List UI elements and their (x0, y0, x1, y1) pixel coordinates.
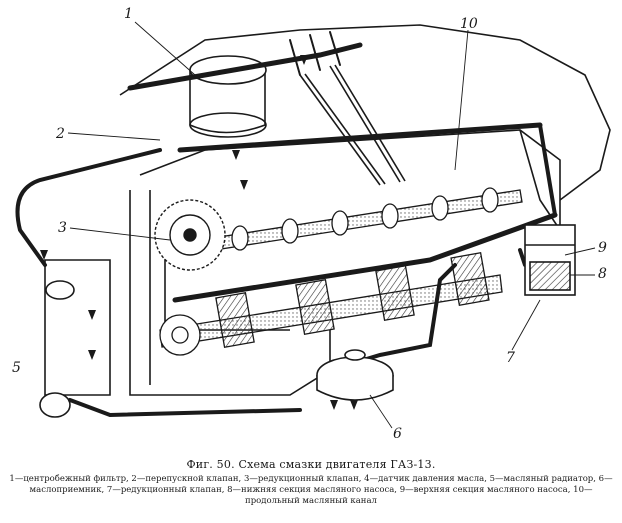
crankshaft (159, 252, 503, 356)
leader-lines (67, 21, 596, 429)
callout-5: 5 (12, 360, 21, 376)
callout-1: 1 (124, 6, 133, 22)
engine-lubrication-diagram: 1 2 3 10 9 8 7 6 5 (12, 6, 611, 442)
rocker-shaft (127, 31, 363, 91)
figure-caption: Фиг. 50. Схема смазки двигателя ГАЗ-13. (186, 458, 436, 471)
pushrods (299, 64, 406, 186)
oil-channel-10 (172, 122, 558, 303)
callout-10: 10 (460, 16, 478, 32)
oil-radiator-5 (39, 259, 111, 418)
oil-pickup-6 (316, 349, 394, 401)
callout-8: 8 (598, 266, 607, 282)
timing-gear (154, 199, 226, 271)
camshaft (199, 187, 523, 253)
oil-pump (524, 224, 576, 296)
figure-legend-line-2: 10—продольный масляный канал (245, 485, 593, 506)
callout-6: 6 (393, 426, 402, 442)
figure-caption-block: Фиг. 50. Схема смазки двигателя ГАЗ-13. … (0, 458, 622, 507)
flow-arrows (40, 55, 358, 410)
figure-legend-line-1: 1—центробежный фильтр, 2—перепускной кла… (9, 474, 613, 495)
callout-7: 7 (506, 350, 515, 366)
figure-legend: 1—центробежный фильтр, 2—перепускной кла… (0, 474, 622, 507)
callout-3: 3 (58, 220, 67, 236)
callout-2: 2 (55, 126, 65, 142)
callout-9: 9 (598, 240, 607, 256)
